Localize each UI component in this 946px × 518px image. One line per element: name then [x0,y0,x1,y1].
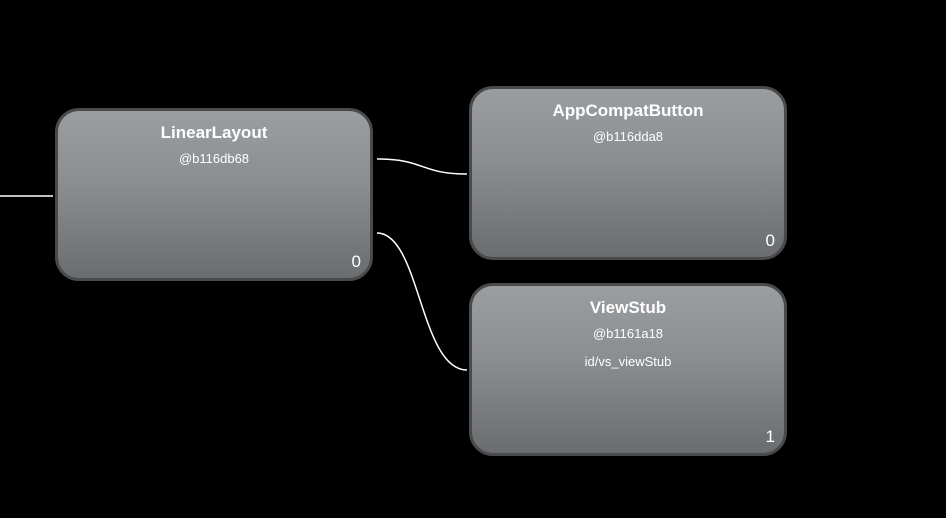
node-viewstub[interactable]: ViewStub @b1161a18 id/vs_viewStub 1 [469,283,787,456]
node-class-name: AppCompatButton [552,101,704,120]
connector-linearlayout-viewstub [376,232,468,371]
node-hash: @b116db68 [178,151,250,166]
node-appcompatbutton[interactable]: AppCompatButton @b116dda8 0 [469,86,787,260]
node-index: 0 [765,231,775,250]
node-class-name: LinearLayout [160,123,268,142]
connector-linearlayout-appcompatbutton [376,158,468,175]
node-hash: @b116dda8 [592,129,664,144]
node-class-name: ViewStub [589,298,667,317]
node-linearlayout[interactable]: LinearLayout @b116db68 0 [55,108,373,281]
node-hash: @b1161a18 [592,326,664,341]
node-view-id: id/vs_viewStub [584,354,672,369]
node-index: 0 [351,252,361,271]
node-index: 1 [765,427,775,446]
